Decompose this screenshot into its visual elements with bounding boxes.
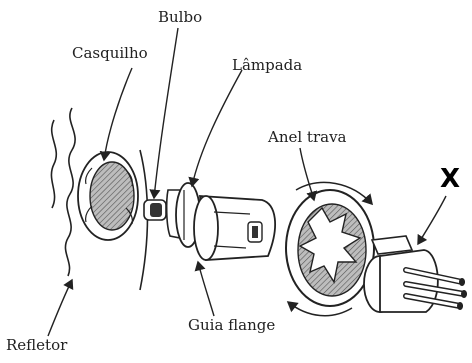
leader-x [418,196,446,244]
lampada-base [167,183,275,260]
leader-bulbo [154,28,178,198]
label-anel-trava: Anel trava [268,130,347,145]
leader-guia-flange [198,262,214,316]
leader-lampada [192,70,242,186]
leader-anel-trava [300,148,314,200]
bulbo-glass [144,200,166,220]
label-guia-flange: Guia flange [188,318,275,333]
leader-casquilho [104,68,132,160]
label-bulbo: Bulbo [158,10,202,25]
label-refletor: Refletor [6,338,67,353]
casquilho-socket [78,152,138,240]
label-lampada: Lâmpada [232,58,302,73]
anel-trava-ring [286,190,374,306]
leader-refletor [48,280,72,336]
label-casquilho: Casquilho [72,46,148,61]
label-x: X [440,166,460,192]
x-connector-plug [364,236,467,312]
